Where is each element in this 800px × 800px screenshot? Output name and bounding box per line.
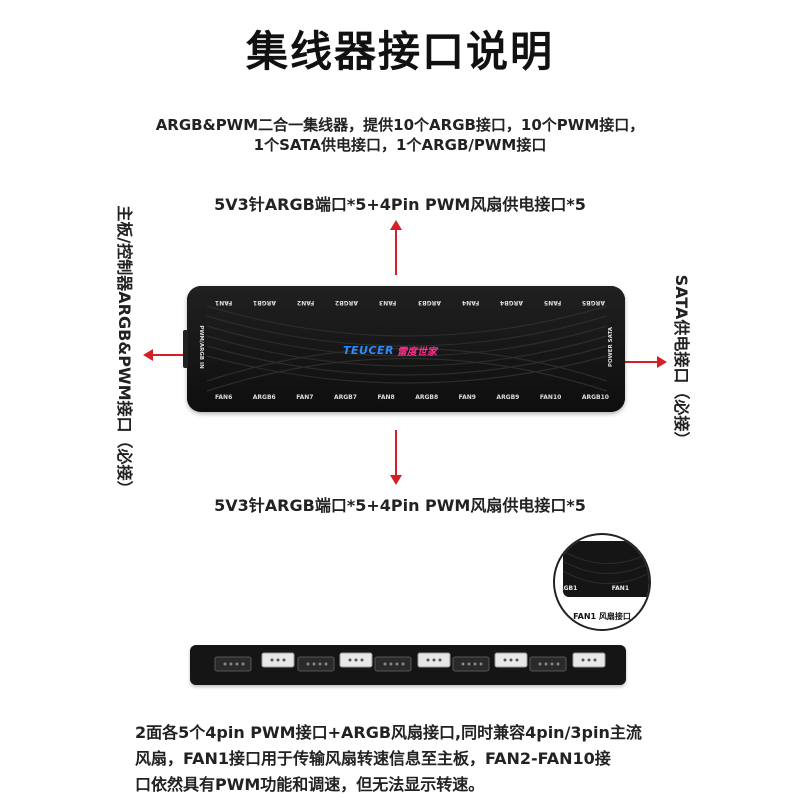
brand-logo: TEUCER 雷度世家 <box>343 342 473 358</box>
right-arrow <box>625 353 667 368</box>
port-label: ARGB6 <box>252 394 276 401</box>
port-label: FAN10 <box>539 394 562 401</box>
bottom-description-line-2: 风扇，FAN1接口用于传输风扇转速信息至主板，FAN2-FAN10接 <box>135 749 611 768</box>
port-label: FAN8 <box>377 394 395 401</box>
bottom-description-line-1: 2面各5个4pin PWM接口+ARGB风扇接口,同时兼容4pin/3pin主流 <box>135 723 642 742</box>
zoom-label: FAN1 <box>611 585 629 592</box>
hub-bottom-ports: FAN6 ARGB6 FAN7 ARGB7 FAN8 ARGB8 FAN9 AR… <box>215 394 609 404</box>
left-label-wrap: 主板/控制器ARGB&PWM接口（必接） <box>115 190 137 510</box>
hub-left-connector <box>183 330 188 368</box>
page-title: 集线器接口说明 <box>245 27 554 76</box>
port-label: ARGB8 <box>415 394 439 401</box>
hub-left-port-label: PWM/ARGB IN <box>198 325 204 369</box>
zoom-texture <box>563 550 649 584</box>
right-sata-label: SATA供电接口（必接） <box>672 274 691 448</box>
hub-texture <box>187 286 625 412</box>
port-label: FAN1 <box>215 299 233 306</box>
port-label: FAN9 <box>458 394 476 401</box>
description-line-1: ARGB&PWM二合一集线器，提供10个ARGB接口，10个PWM接口， <box>155 116 645 134</box>
port-label: FAN4 <box>461 299 479 306</box>
side-ports <box>214 652 606 672</box>
left-arrow <box>143 346 188 361</box>
port-label: ARGB1 <box>253 299 277 306</box>
port-label: ARGB10 <box>581 394 609 401</box>
port-label: ARGB7 <box>333 394 357 401</box>
zoom-caption: FAN1 风扇接口 <box>573 612 631 621</box>
port-label: FAN2 <box>297 299 315 306</box>
hub-right-port-label: POWER SATA <box>608 326 614 368</box>
port-label: ARGB4 <box>499 299 523 306</box>
hub-top-ports: FAN1 ARGB1 FAN2 ARGB2 FAN3 ARGB3 FAN4 AR… <box>215 296 605 306</box>
zoom-hub-crop: RGB1 FAN1 <box>559 541 649 597</box>
bottom-ports-label: 5V3针ARGB端口*5+4Pin PWM风扇供电接口*5 <box>214 496 586 515</box>
description-line-2: 1个SATA供电接口，1个ARGB/PWM接口 <box>253 136 547 154</box>
port-label: FAN5 <box>543 299 561 306</box>
zoom-labels: RGB1 FAN1 <box>559 585 629 592</box>
port-label: FAN3 <box>379 299 397 306</box>
port-label: ARGB9 <box>496 394 520 401</box>
right-label-wrap: SATA供电接口（必接） <box>672 260 694 460</box>
brand-logo-text: TEUCER <box>343 343 395 357</box>
port-label: FAN7 <box>296 394 314 401</box>
bottom-description: 2面各5个4pin PWM接口+ARGB风扇接口,同时兼容4pin/3pin主流… <box>135 720 695 798</box>
port-label: ARGB5 <box>582 299 605 306</box>
port-label: ARGB2 <box>335 299 359 306</box>
left-input-label: 主板/控制器ARGB&PWM接口（必接） <box>115 205 134 497</box>
brand-logo-cn: 雷度世家 <box>397 346 438 358</box>
port-label: FAN6 <box>215 394 233 401</box>
top-ports-label: 5V3针ARGB端口*5+4Pin PWM风扇供电接口*5 <box>214 195 586 214</box>
down-arrow <box>390 430 402 485</box>
zoom-detail: RGB1 FAN1 FAN1 风扇接口 <box>553 533 651 631</box>
port-label: ARGB3 <box>417 299 441 306</box>
up-arrow <box>390 220 402 275</box>
hub-device: FAN1 ARGB1 FAN2 ARGB2 FAN3 ARGB3 FAN4 AR… <box>187 286 625 412</box>
bottom-description-line-3: 口依然具有PWM功能和调速，但无法显示转速。 <box>135 775 485 794</box>
hub-side-view <box>190 645 626 685</box>
zoom-label: RGB1 <box>559 585 578 592</box>
